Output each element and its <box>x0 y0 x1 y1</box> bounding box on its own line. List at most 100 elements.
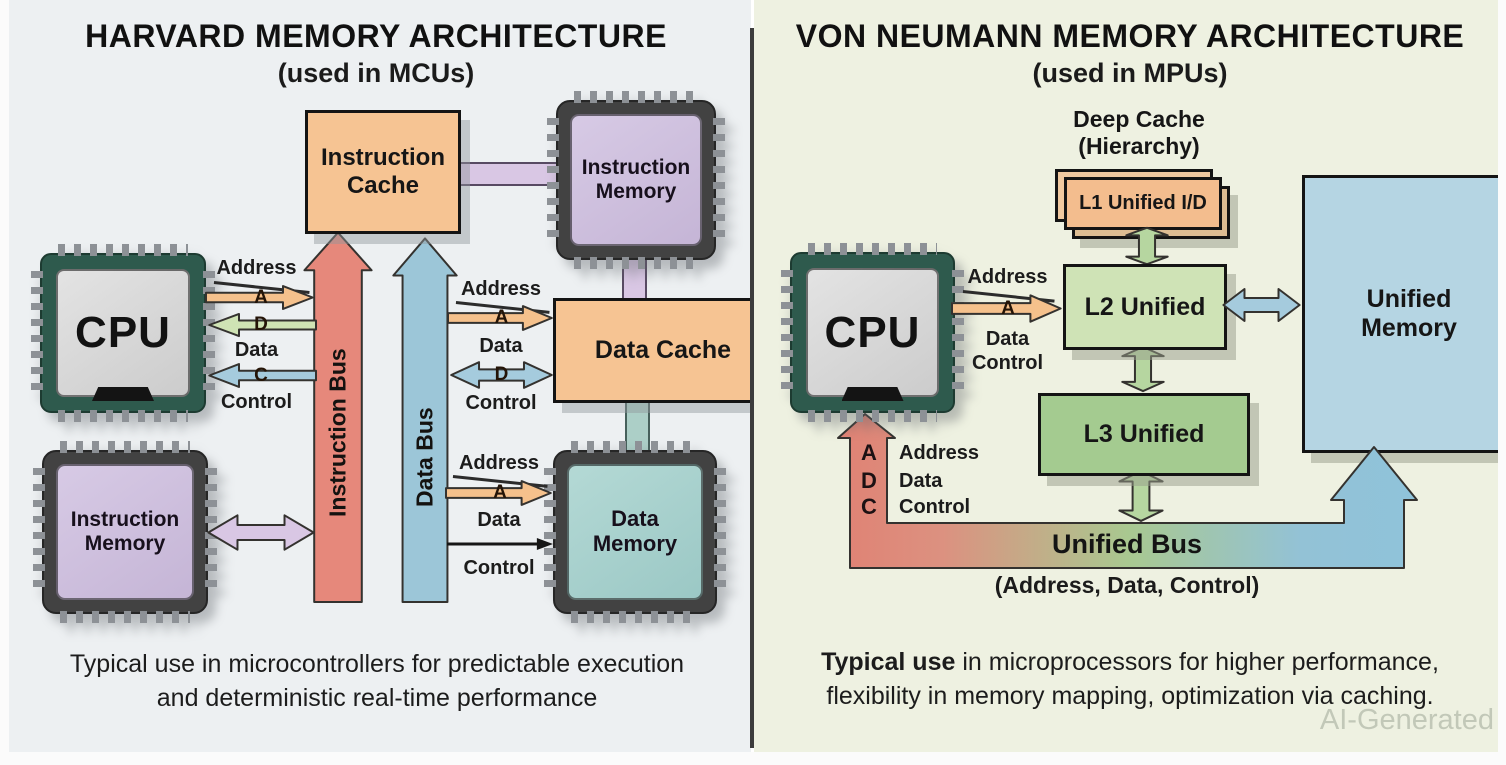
cache-to-memory-connector <box>453 162 563 186</box>
arrow-letter: A <box>494 307 509 328</box>
l1-cache-card: L1 Unified I/D <box>1064 177 1222 230</box>
unified-memory-box: Unified Memory <box>1302 175 1506 453</box>
arrow-letter: D <box>254 314 268 335</box>
cpu-control-label: Control <box>220 391 293 413</box>
chip-pins <box>31 271 43 395</box>
l2-cache-box: L2 Unified <box>1063 264 1227 350</box>
l2-unified-memory-arrow <box>1221 285 1302 325</box>
unified-bus-arrow <box>826 400 1418 572</box>
harvard-subtitle: (used in MCUs) <box>277 58 475 88</box>
chip-pins <box>571 441 699 453</box>
cpu-label: CPU <box>806 268 939 397</box>
data-bus-label: Data Bus <box>411 407 438 507</box>
harvard-panel: HARVARD MEMORY ARCHITECTURE (used in MCU… <box>0 0 773 752</box>
l3-bus-arrow <box>1117 470 1165 522</box>
chip-label: Instruction Memory <box>570 114 702 246</box>
chip-pins <box>781 270 793 395</box>
chip-label: Data Memory <box>567 464 703 600</box>
cpu-notch <box>92 387 154 401</box>
memory-data-label: Data <box>477 509 521 531</box>
memory-address-arrow: A <box>446 479 554 507</box>
chip-pins <box>58 244 188 256</box>
arrow-letter: C <box>254 364 268 386</box>
unified-bus-label: Unified Bus <box>1051 529 1202 559</box>
cache-control-label: Control <box>465 392 537 414</box>
bus-a-letter: A <box>861 440 877 465</box>
right-edge <box>1498 0 1506 765</box>
chip-pins <box>58 410 188 422</box>
arrow-letter: A <box>254 286 268 308</box>
memory-data-wire-arrow <box>447 537 554 551</box>
left-edge <box>0 0 9 765</box>
bus-address-label: Address <box>899 442 980 464</box>
cpu-data-label: Data <box>985 328 1030 350</box>
chip-label: Instruction Memory <box>56 464 194 600</box>
panel-divider <box>750 28 754 748</box>
ai-generated-watermark: AI-Generated <box>1319 704 1494 736</box>
l1-l2-arrow <box>1124 227 1170 265</box>
cache-address-label: Address <box>460 278 542 300</box>
cpu-address-label: Address <box>967 266 1048 288</box>
chip-pins <box>60 441 190 453</box>
data-bus-arrow <box>392 231 458 602</box>
von-neumann-caption-line1: Typical use in microprocessors for highe… <box>760 648 1500 677</box>
cpu-control-label: Control <box>971 352 1044 374</box>
chip-pins <box>547 118 559 242</box>
bottom-edge <box>0 752 1506 765</box>
instruction-memory-bottom-chip: Instruction Memory <box>33 441 217 623</box>
cache-address-arrow: A <box>448 304 555 332</box>
von-neumann-subtitle: (used in MPUs) <box>1032 58 1228 88</box>
cache-data-label: Data <box>479 335 523 357</box>
bus-c-letter: C <box>861 494 877 519</box>
harvard-caption-line1: Typical use in microcontrollers for pred… <box>69 650 685 678</box>
l2-l3-arrow <box>1120 346 1166 392</box>
deep-cache-label-line1: Deep Cache <box>1073 106 1205 132</box>
cache-data-arrow: D <box>448 359 555 391</box>
chip-pins <box>713 118 725 242</box>
cpu-l2-arrow: A <box>952 293 1064 324</box>
memory-control-label: Control <box>463 557 535 579</box>
cpu-control-arrow: C <box>206 362 316 389</box>
unified-bus-sublabel: (Address, Data, Control) <box>994 572 1260 598</box>
chip-pins <box>33 468 45 596</box>
deep-cache-label-line2: (Hierarchy) <box>1078 133 1200 159</box>
chip-pins <box>808 243 937 255</box>
instruction-bus-label: Instruction Bus <box>324 348 351 518</box>
chip-pins <box>544 468 556 596</box>
data-memory-chip: Data Memory <box>544 441 726 623</box>
von-neumann-title: VON NEUMANN MEMORY ARCHITECTURE <box>795 18 1465 54</box>
harvard-caption-line2: and deterministic real-time performance <box>156 684 598 712</box>
chip-pins <box>808 410 937 422</box>
instruction-memory-bus-arrow <box>205 511 317 554</box>
harvard-title: HARVARD MEMORY ARCHITECTURE <box>85 18 667 54</box>
arrow-letter: A <box>493 482 507 503</box>
cpu-chip: CPU <box>31 244 215 422</box>
chip-pins <box>571 611 699 623</box>
instruction-memory-top-chip: Instruction Memory <box>547 91 725 269</box>
chip-pins <box>574 91 698 103</box>
cpu-data-label: Data <box>234 339 279 361</box>
von-neumann-panel: VON NEUMANN MEMORY ARCHITECTURE (used in… <box>754 0 1506 752</box>
instruction-bus-arrow <box>303 225 373 602</box>
cpu-chip: CPU <box>781 243 964 422</box>
chip-pins <box>60 611 190 623</box>
arrow-letter: A <box>1001 297 1015 319</box>
cpu-notch <box>841 387 904 401</box>
cpu-address-label: Address <box>216 257 297 279</box>
chip-pins <box>714 468 726 596</box>
bus-control-label: Control <box>899 496 971 518</box>
cpu-data-arrow: D <box>206 312 316 338</box>
cpu-address-arrow: A <box>206 284 316 311</box>
arrow-letter: D <box>494 364 509 385</box>
chip-pins <box>952 270 964 395</box>
caption-bold: Typical use <box>821 648 956 676</box>
cpu-label: CPU <box>56 269 190 397</box>
memory-address-label: Address <box>458 452 540 474</box>
caption-rest: in microprocessors for higher performanc… <box>955 648 1439 676</box>
von-neumann-caption-line2: flexibility in memory mapping, optimizat… <box>826 682 1434 710</box>
instruction-cache-box: Instruction Cache <box>305 110 461 234</box>
bus-d-letter: D <box>861 468 877 493</box>
data-cache-box: Data Cache <box>553 298 773 403</box>
l3-cache-box: L3 Unified <box>1038 393 1250 476</box>
